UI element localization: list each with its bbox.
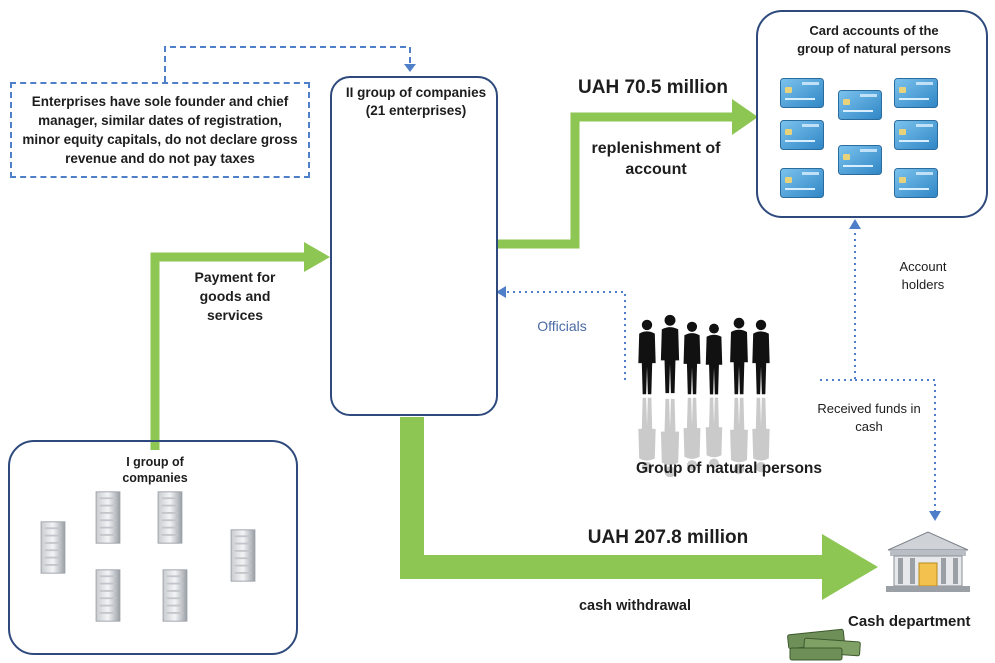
cash-department-label: Cash department — [848, 613, 971, 630]
cash-withdrawal-label: cash withdrawal — [578, 598, 691, 614]
card-accounts-title: Card accounts of the group of natural pe… — [797, 23, 951, 56]
group-2-title: II group of companies (21 enterprises) — [345, 85, 487, 118]
group-1-box: I group of companies — [8, 440, 298, 655]
money-stack-icon — [786, 628, 862, 660]
bank-icon — [886, 530, 970, 592]
card-accounts-box: Card accounts of the group of natural pe… — [756, 10, 988, 218]
payment-label: Payment for goods and services — [194, 269, 276, 323]
natural-persons-label: Group of natural persons — [635, 460, 822, 477]
group-2-box: II group of companies (21 enterprises) — [330, 76, 498, 416]
amount-top-label: UAH 70.5 million — [578, 77, 728, 98]
enterprises-note: Enterprises have sole founder and chief … — [22, 94, 298, 166]
replenishment-label: replenishment of account — [591, 140, 721, 178]
group-1-title: I group of companies — [122, 455, 188, 485]
enterprises-note-box: Enterprises have sole founder and chief … — [10, 82, 310, 178]
people-group-icon — [634, 312, 774, 452]
amount-bottom-label: UAH 207.8 million — [587, 527, 749, 548]
account-holders-label: Account holders — [899, 259, 947, 292]
received-funds-label: Received funds in cash — [814, 400, 924, 436]
officials-label: Officials — [537, 318, 587, 334]
